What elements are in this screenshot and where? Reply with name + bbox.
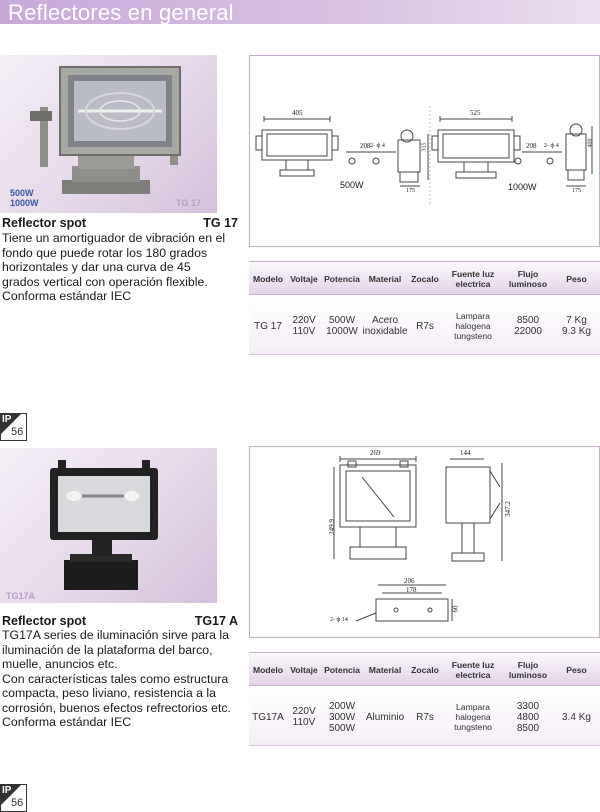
photo-model-label: TG17A (6, 591, 36, 601)
product-name: Reflector spot (2, 614, 87, 628)
spec-header-potencia: Potencia (324, 274, 360, 284)
product-photo-tg17a: TG17A (0, 448, 217, 603)
product-photo-tg17: 500W 1000W TG 17 (0, 55, 217, 213)
page-title-bar: Reflectores en general (0, 0, 600, 26)
spec-table-row: TG 17 220V 110V 500W 1000W Acero inoxida… (249, 297, 600, 355)
dim-left-width: 405 (292, 109, 303, 117)
dim-inner-height: 249.9 (327, 519, 336, 535)
spec-value-zocalo: R7s (416, 711, 434, 723)
spec-value-material: Aluminio (365, 711, 405, 723)
dim-base-inner: 178 (406, 586, 417, 594)
product-description-tg17a: TG17A series de iluminación sirve para l… (2, 628, 231, 729)
spec-value-peso: 3.4 Kg (562, 711, 591, 723)
photo-model-label: TG 17 (176, 198, 202, 208)
dim-left-side: 208 (360, 142, 371, 150)
spec-header-flujo: Flujo luminoso (508, 269, 548, 289)
ip-label: IP (2, 414, 12, 425)
dim-left-height: 315 (421, 142, 428, 152)
spec-value-flujo: 3300 4800 8500 (516, 700, 540, 734)
spec-table-header: Modelo Voltaje Potencia Material Zocalo … (249, 261, 600, 295)
spec-header-voltaje: Voltaje (290, 665, 318, 675)
floodlight-illustration (50, 460, 158, 590)
spec-value-modelo: TG 17 (254, 320, 282, 332)
spec-value-voltaje: 220V 110V (292, 315, 316, 337)
product-code: TG 17 (203, 216, 238, 230)
dim-right-hole: 2- ф 4 (544, 143, 559, 149)
page-title: Reflectores en general (8, 0, 234, 25)
spec-header-peso: Peso (566, 274, 587, 284)
drawing-label-1000w: 1000W (508, 182, 537, 192)
spec-header-material: Material (368, 665, 402, 675)
spec-table-tg17: Modelo Voltaje Potencia Material Zocalo … (249, 261, 600, 357)
spec-value-flujo: 8500 22000 (514, 315, 542, 337)
spec-value-fuente: Lampara halogena tungsteno (454, 702, 492, 732)
spec-header-material: Material (368, 274, 402, 284)
product-heading-tg17a: Reflector spot TG17 A (2, 614, 238, 628)
floodlight-illustration (30, 66, 181, 194)
spec-header-peso: Peso (566, 665, 587, 675)
dim-left-hole: 2- ф 4 (370, 143, 385, 149)
product-description-tg17: Tiene un amortiguador de vibración en el… (2, 231, 226, 303)
spec-value-potencia: 200W 300W 500W (328, 700, 356, 734)
dim-height: 347.2 (503, 501, 512, 517)
dim-base-width: 206 (404, 577, 415, 585)
ip-value: 56 (11, 426, 24, 438)
dim-depth: 144 (460, 449, 471, 457)
spec-table-header: Modelo Voltaje Potencia Material Zocalo … (249, 652, 600, 686)
product-heading-tg17: Reflector spot TG 17 (2, 216, 238, 230)
spec-header-flujo: Flujo luminoso (508, 660, 548, 680)
ip-rating-badge-tg17: IP 56 (0, 413, 27, 441)
drawing-label-500w: 500W (340, 180, 364, 190)
spec-header-zocalo: Zocalo (411, 274, 439, 284)
ip-label: IP (2, 785, 12, 796)
spec-value-material: Acero inoxidable (362, 315, 408, 337)
dim-width: 269 (370, 449, 381, 457)
spec-header-modelo: Modelo (252, 274, 284, 284)
ip-rating-badge-tg17a: IP 56 (0, 784, 27, 812)
product-name: Reflector spot (2, 216, 87, 230)
spec-header-fuente: Fuente luz electrica (451, 660, 495, 680)
dim-right-depth: 175 (572, 188, 581, 194)
spec-value-modelo: TG17A (252, 711, 284, 723)
spec-table-row: TG17A 220V 110V 200W 300W 500W Aluminio … (249, 688, 600, 746)
dim-base-hole: 2- ф 14 (330, 617, 348, 623)
dim-right-height: 400 (587, 138, 594, 148)
product-code: TG17 A (194, 614, 238, 628)
dim-right-side: 208 (526, 142, 537, 150)
spec-header-zocalo: Zocalo (411, 665, 439, 675)
ip-value: 56 (11, 797, 24, 809)
photo-wattage-label: 500W 1000W (10, 188, 39, 208)
spec-header-potencia: Potencia (324, 665, 360, 675)
spec-value-peso: 7 Kg 9.3 Kg (562, 315, 591, 337)
spec-header-fuente: Fuente luz electrica (451, 269, 495, 289)
dim-right-width: 525 (470, 109, 481, 117)
spec-header-modelo: Modelo (252, 665, 284, 675)
spec-value-voltaje: 220V 110V (292, 706, 316, 728)
dim-base-depth: 60 (451, 605, 460, 613)
spec-value-potencia: 500W 1000W (326, 315, 358, 337)
spec-table-tg17a: Modelo Voltaje Potencia Material Zocalo … (249, 652, 600, 748)
spec-header-voltaje: Voltaje (290, 274, 318, 284)
technical-drawing-tg17a: 269 144 347.2 249.9 206 178 60 2- ф 14 (249, 446, 600, 638)
technical-drawing-tg17: 405 208 2- ф 4 315 175 500W 525 208 2- ф… (249, 55, 600, 247)
spec-value-zocalo: R7s (416, 320, 434, 332)
ip-triangle-icon (0, 413, 27, 441)
spec-value-fuente: Lampara halogena tungsteno (454, 311, 492, 341)
dim-left-depth: 175 (406, 188, 415, 194)
